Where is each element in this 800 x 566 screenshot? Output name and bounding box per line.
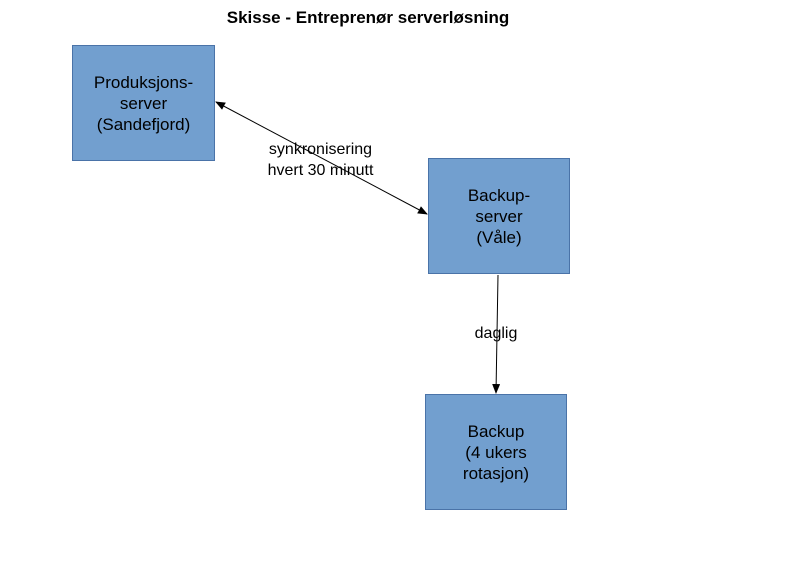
node-label-line: (4 ukers bbox=[465, 442, 527, 462]
edge-label-sync: synkronisering hvert 30 minutt bbox=[248, 139, 393, 181]
node-label-line: Backup bbox=[467, 421, 525, 441]
node-label-line: server bbox=[475, 206, 523, 226]
node-label-line: (Sandefjord) bbox=[96, 114, 191, 134]
edge-sync-arrow bbox=[215, 101, 428, 215]
node-label-line: Produksjons- bbox=[93, 72, 194, 92]
node-backup-rotation: Backup (4 ukers rotasjon) bbox=[425, 394, 567, 510]
edge-daily-arrow bbox=[492, 274, 501, 394]
node-label-line: server bbox=[119, 93, 168, 113]
edge-label-line: daglig bbox=[474, 325, 518, 342]
diagram-title: Skisse - Entreprenør serverløsning bbox=[226, 8, 510, 27]
node-label-line: rotasjon) bbox=[462, 463, 530, 483]
edge-label-line: synkronisering bbox=[268, 141, 373, 158]
node-label-line: (Våle) bbox=[476, 227, 522, 247]
edge-label-line: hvert 30 minutt bbox=[267, 162, 374, 179]
node-backup-server: Backup- server (Våle) bbox=[428, 158, 570, 274]
edge-label-daily: daglig bbox=[464, 323, 528, 344]
node-label-line: Backup- bbox=[467, 185, 531, 205]
node-production-server: Produksjons- server (Sandefjord) bbox=[72, 45, 215, 161]
